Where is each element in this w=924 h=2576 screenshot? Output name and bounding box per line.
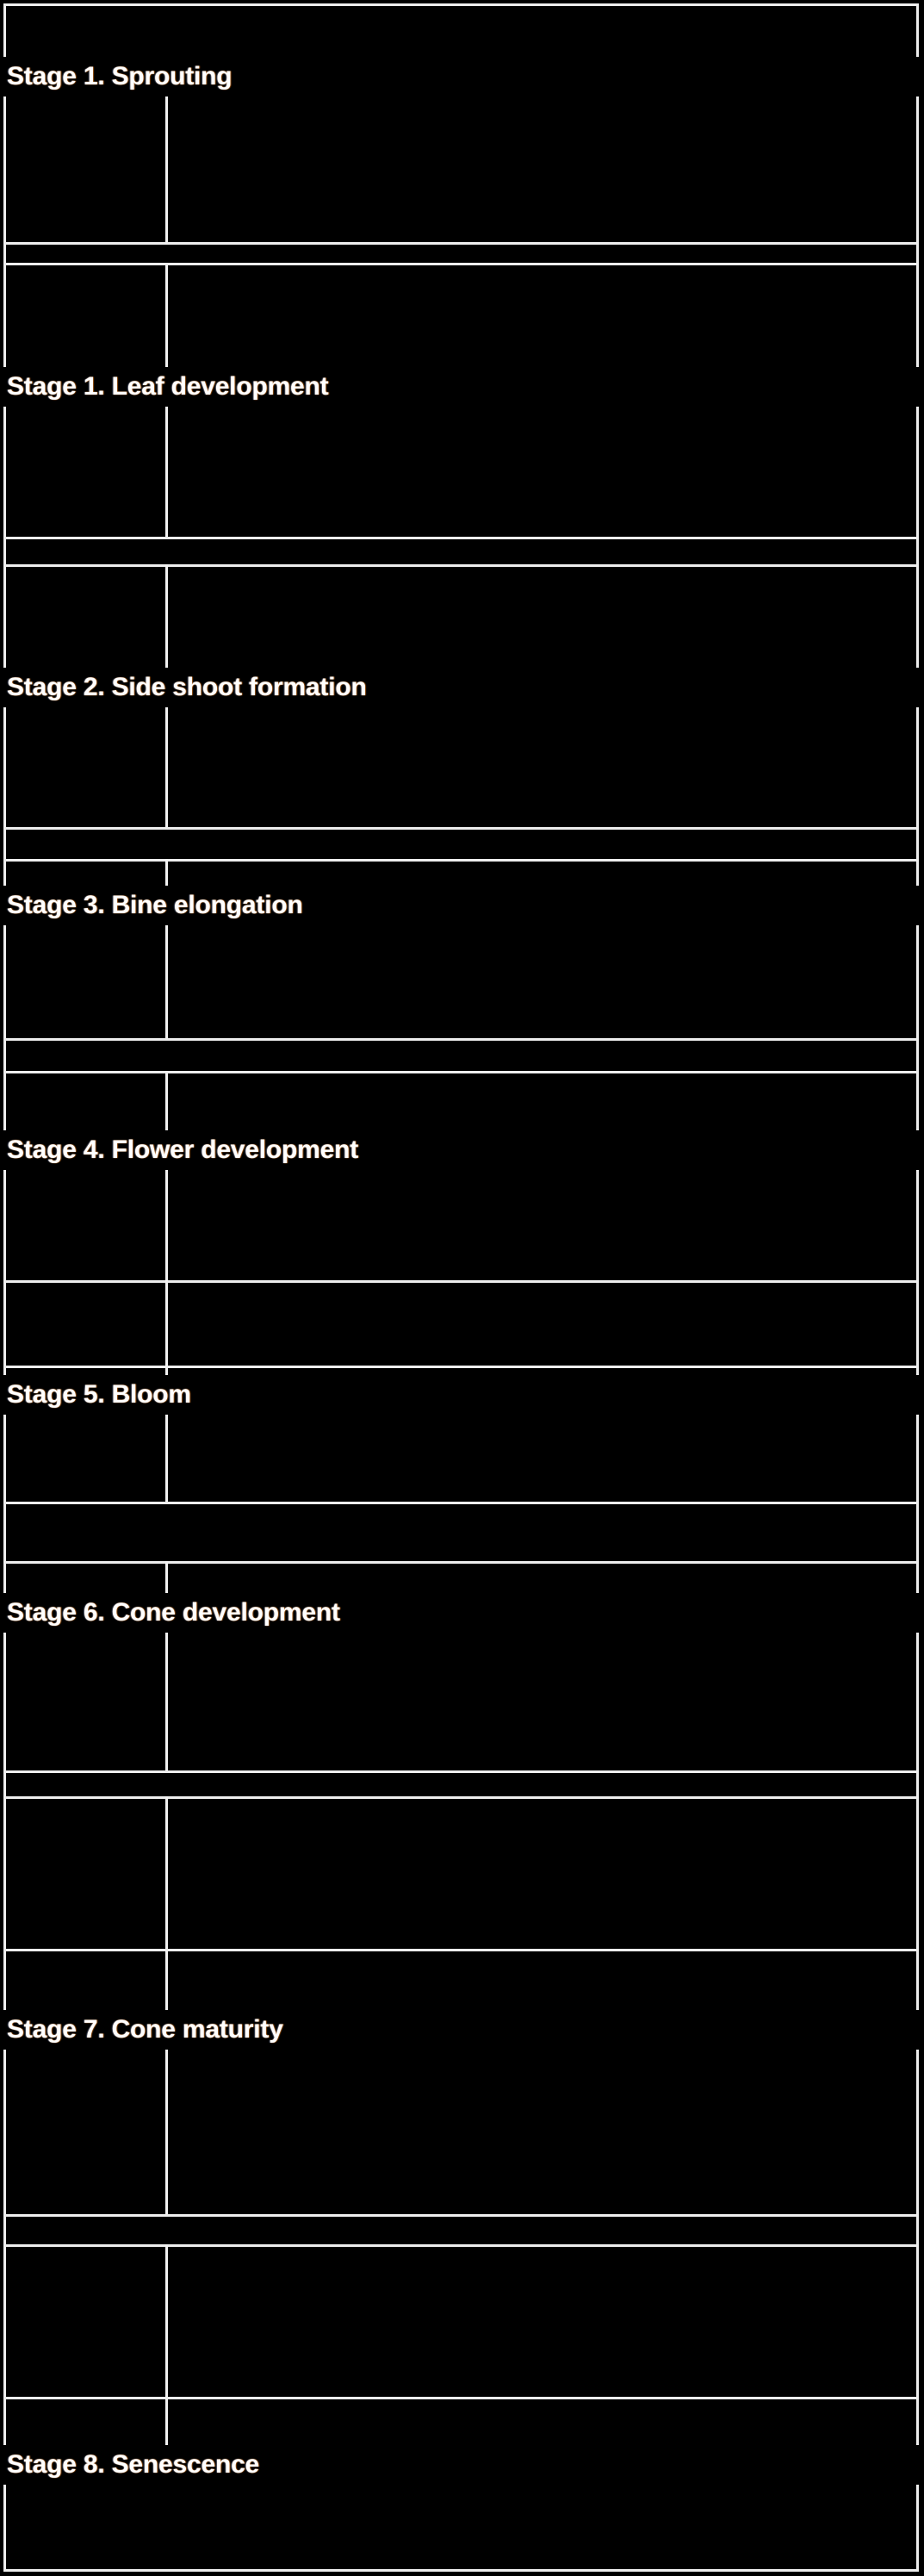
table-column-divider <box>165 1949 168 2010</box>
table-column-divider <box>165 1415 168 1502</box>
table-column-divider <box>165 1561 168 1593</box>
stage-1-leaf-development: Stage 1. Leaf development <box>7 372 329 401</box>
table-column-divider <box>165 925 168 1038</box>
table-column-divider <box>165 564 168 668</box>
stage-7-cone-maturity: Stage 7. Cone maturity <box>7 2015 283 2044</box>
table-row-divider <box>6 1280 916 1283</box>
table-column-divider <box>165 859 168 886</box>
table-column-divider <box>165 407 168 537</box>
table-row-divider <box>6 1796 916 1799</box>
table-row-divider <box>6 1366 916 1368</box>
table-column-divider <box>165 2244 168 2397</box>
stage-heading-row-4: Stage 3. Bine elongation <box>0 886 924 925</box>
table-row-divider <box>6 1949 916 1951</box>
stage-5-bloom: Stage 5. Bloom <box>7 1380 191 1409</box>
table-row-divider <box>6 263 916 265</box>
stage-heading-row-5: Stage 4. Flower development <box>0 1130 924 1170</box>
table-row-divider <box>6 564 916 567</box>
growth-stage-table <box>3 3 919 2572</box>
stage-heading-row-9: Stage 8. Senescence <box>0 2445 924 2485</box>
table-row-divider <box>6 1561 916 1564</box>
table-row-divider <box>6 827 916 830</box>
stage-heading-row-3: Stage 2. Side shoot formation <box>0 668 924 707</box>
table-column-divider <box>165 2050 168 2214</box>
table-row-divider <box>6 537 916 539</box>
table-column-divider <box>165 1071 168 1130</box>
table-column-divider <box>165 96 168 242</box>
stage-2-side-shoot-formation: Stage 2. Side shoot formation <box>7 673 367 702</box>
table-row-divider <box>6 1038 916 1041</box>
table-column-divider <box>165 1633 168 1770</box>
table-column-divider <box>165 1280 168 1375</box>
stage-heading-row-6: Stage 5. Bloom <box>0 1375 924 1415</box>
table-row-divider <box>6 859 916 862</box>
stage-heading-row-1: Stage 1. Sprouting <box>0 57 924 96</box>
table-row-divider <box>6 1770 916 1773</box>
stage-heading-row-8: Stage 7. Cone maturity <box>0 2010 924 2050</box>
stage-4-flower-development: Stage 4. Flower development <box>7 1136 359 1165</box>
table-row-divider <box>6 2214 916 2217</box>
table-column-divider <box>165 707 168 827</box>
stage-heading-row-2: Stage 1. Leaf development <box>0 367 924 407</box>
stage-8-senescence: Stage 8. Senescence <box>7 2450 260 2480</box>
table-row-divider <box>6 1071 916 1073</box>
table-row-divider <box>6 242 916 245</box>
stage-6-cone-development: Stage 6. Cone development <box>7 1598 340 1627</box>
table-column-divider <box>165 1170 168 1280</box>
table-row-divider <box>6 2244 916 2247</box>
table-column-divider <box>165 263 168 367</box>
table-row-divider <box>6 2397 916 2399</box>
stage-1-sprouting: Stage 1. Sprouting <box>7 62 233 91</box>
stage-3-bine-elongation: Stage 3. Bine elongation <box>7 891 303 920</box>
table-column-divider <box>165 2397 168 2445</box>
table-column-divider <box>165 1796 168 1949</box>
table-row-divider <box>6 1502 916 1504</box>
stage-heading-row-7: Stage 6. Cone development <box>0 1593 924 1633</box>
